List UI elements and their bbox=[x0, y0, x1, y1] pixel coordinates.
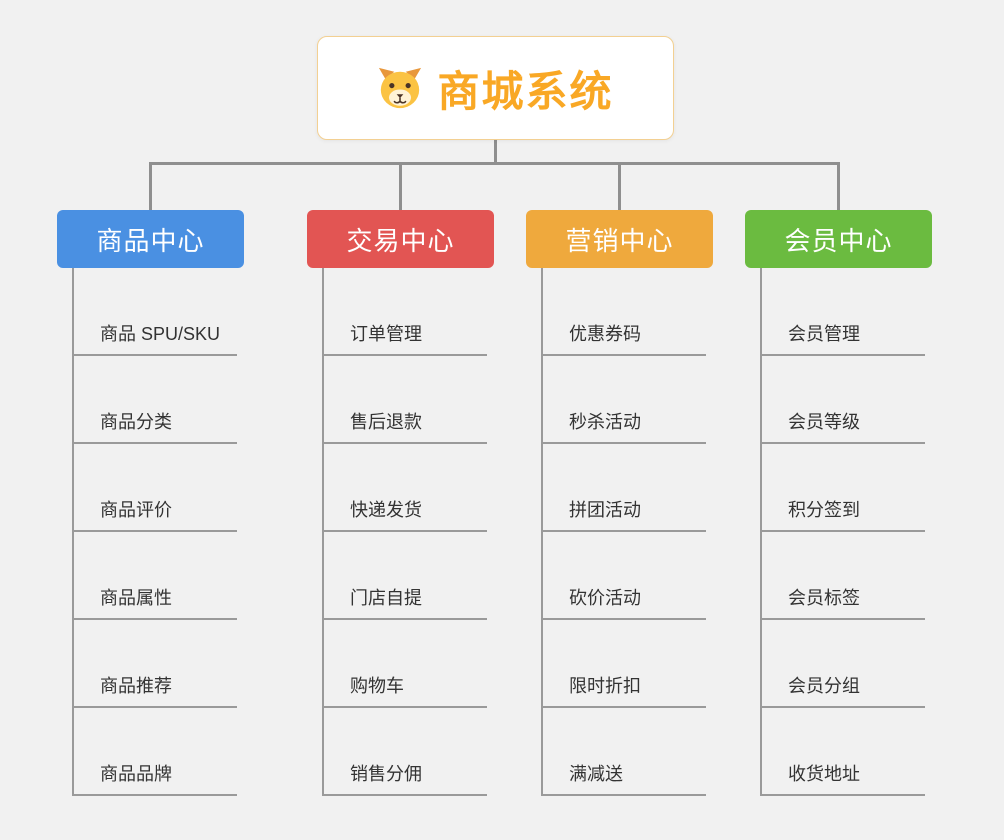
mindmap-node[interactable]: 商品分类 bbox=[74, 356, 237, 444]
branch-header-product[interactable]: 商品中心 bbox=[57, 210, 244, 268]
mindmap-node[interactable]: 售后退款 bbox=[324, 356, 487, 444]
node-label: 砍价活动 bbox=[569, 588, 641, 608]
mindmap-node[interactable]: 秒杀活动 bbox=[543, 356, 706, 444]
connector-root-stem bbox=[494, 139, 497, 165]
node-label: 门店自提 bbox=[350, 588, 422, 608]
mindmap-node[interactable]: 拼团活动 bbox=[543, 444, 706, 532]
branch-header-member[interactable]: 会员中心 bbox=[745, 210, 932, 268]
connector-branch-stub bbox=[618, 162, 621, 210]
node-label: 商品 SPU/SKU bbox=[100, 324, 221, 344]
mindmap-node[interactable]: 会员分组 bbox=[762, 620, 925, 708]
node-label: 会员分组 bbox=[788, 676, 860, 696]
node-label: 会员管理 bbox=[788, 324, 860, 344]
node-label: 收货地址 bbox=[788, 764, 860, 784]
node-label: 限时折扣 bbox=[569, 676, 641, 696]
mindmap-node[interactable]: 订单管理 bbox=[324, 268, 487, 356]
mindmap-node[interactable]: 商品 SPU/SKU bbox=[74, 268, 237, 356]
connector-branch-stub bbox=[399, 162, 402, 210]
node-label: 售后退款 bbox=[350, 412, 422, 432]
branch-column-marketing: 优惠券码 秒杀活动 拼团活动 砍价活动 限时折扣 满减送 bbox=[541, 268, 706, 796]
mindmap-node[interactable]: 会员等级 bbox=[762, 356, 925, 444]
mindmap-node[interactable]: 商品推荐 bbox=[74, 620, 237, 708]
node-label: 满减送 bbox=[569, 764, 623, 784]
mindmap-node[interactable]: 收货地址 bbox=[762, 708, 925, 796]
mindmap-node[interactable]: 商品属性 bbox=[74, 532, 237, 620]
node-label: 商品推荐 bbox=[100, 676, 172, 696]
root-node[interactable]: 商城系统 bbox=[317, 36, 674, 140]
branch-header-trade[interactable]: 交易中心 bbox=[307, 210, 494, 268]
root-title: 商城系统 bbox=[437, 67, 614, 115]
branch-header-marketing[interactable]: 营销中心 bbox=[526, 210, 713, 268]
node-label: 商品品牌 bbox=[100, 764, 172, 784]
mindmap-node[interactable]: 快递发货 bbox=[324, 444, 487, 532]
connector-horizontal-bar bbox=[149, 162, 840, 165]
branch-column-member: 会员管理 会员等级 积分签到 会员标签 会员分组 收货地址 bbox=[760, 268, 925, 796]
mindmap-node[interactable]: 门店自提 bbox=[324, 532, 487, 620]
branch-column-product: 商品 SPU/SKU 商品分类 商品评价 商品属性 商品推荐 商品品牌 bbox=[72, 268, 237, 796]
node-label: 销售分佣 bbox=[350, 764, 422, 784]
node-label: 会员标签 bbox=[788, 588, 860, 608]
node-label: 拼团活动 bbox=[569, 500, 641, 520]
node-label: 会员等级 bbox=[788, 412, 860, 432]
node-label: 秒杀活动 bbox=[569, 412, 641, 432]
mindmap-node[interactable]: 商品品牌 bbox=[74, 708, 237, 796]
mindmap-node[interactable]: 限时折扣 bbox=[543, 620, 706, 708]
mindmap-node[interactable]: 销售分佣 bbox=[324, 708, 487, 796]
connector-branch-stub bbox=[149, 162, 152, 210]
mindmap-node[interactable]: 购物车 bbox=[324, 620, 487, 708]
node-label: 积分签到 bbox=[788, 500, 860, 520]
node-label: 商品分类 bbox=[100, 412, 172, 432]
node-label: 购物车 bbox=[350, 676, 404, 696]
mindmap-node[interactable]: 砍价活动 bbox=[543, 532, 706, 620]
node-label: 订单管理 bbox=[350, 324, 422, 344]
mindmap-node[interactable]: 商品评价 bbox=[74, 444, 237, 532]
mindmap-node[interactable]: 优惠券码 bbox=[543, 268, 706, 356]
node-label: 商品属性 bbox=[100, 588, 172, 608]
connector-branch-stub bbox=[837, 162, 840, 210]
branch-column-trade: 订单管理 售后退款 快递发货 门店自提 购物车 销售分佣 bbox=[322, 268, 487, 796]
node-label: 优惠券码 bbox=[569, 324, 641, 344]
mindmap-node[interactable]: 会员标签 bbox=[762, 532, 925, 620]
mindmap-node[interactable]: 积分签到 bbox=[762, 444, 925, 532]
node-label: 快递发货 bbox=[350, 500, 422, 520]
mindmap-node[interactable]: 会员管理 bbox=[762, 268, 925, 356]
dog-face-icon bbox=[377, 65, 423, 111]
node-label: 商品评价 bbox=[100, 500, 172, 520]
mindmap-node[interactable]: 满减送 bbox=[543, 708, 706, 796]
